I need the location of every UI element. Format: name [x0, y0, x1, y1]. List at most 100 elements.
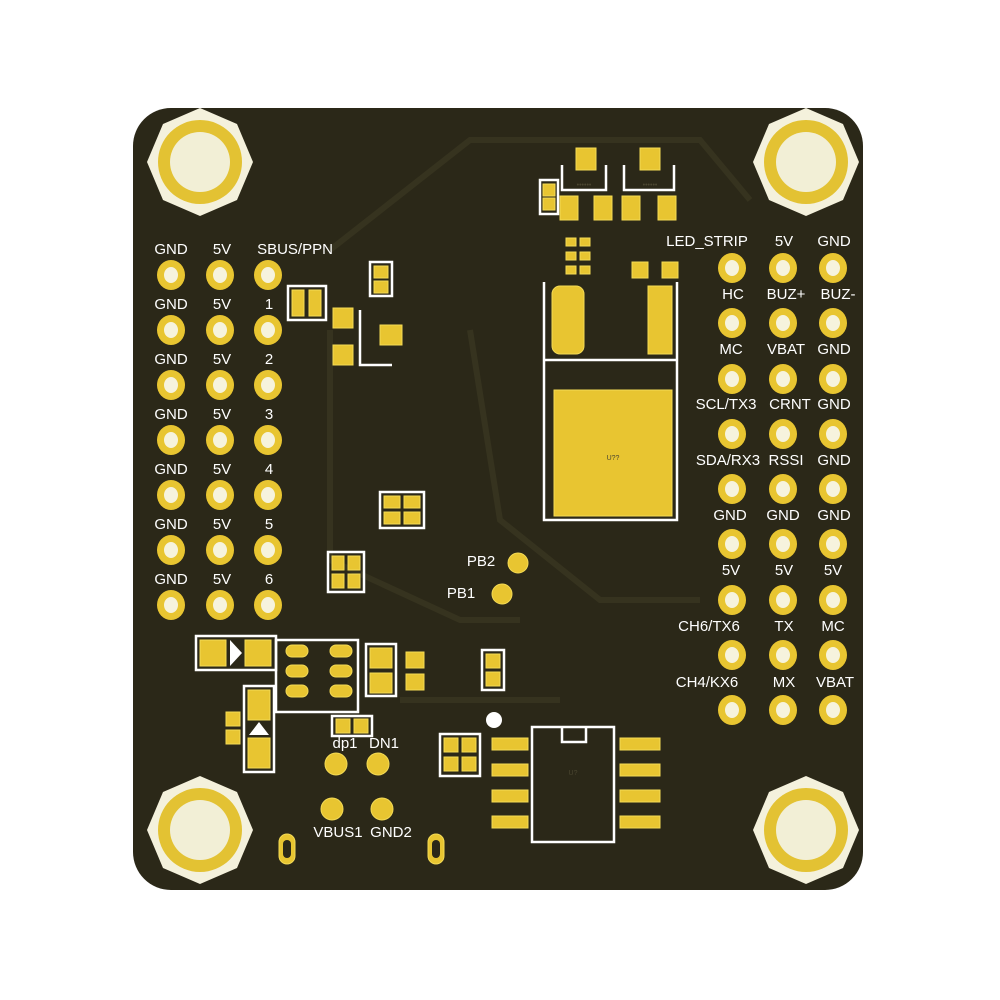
- left-row6-gnd-label: GND: [154, 571, 188, 588]
- left-row5-sig-label: 5: [265, 516, 273, 533]
- left-pin-pad-r5-c3: [254, 480, 282, 510]
- right-row4-a-label: SCL/TX3: [696, 396, 757, 413]
- left-header-sbus-label: SBUS/PPN: [257, 241, 333, 258]
- mount-hole-bottom-right: [753, 776, 859, 884]
- right-pin-pad-r2-c3: [819, 308, 847, 338]
- left-pin-pad-r6-c3: [254, 535, 282, 565]
- sbus-components: [286, 260, 403, 367]
- flash-ic: U?: [491, 725, 661, 844]
- left-row2-gnd-label: GND: [154, 351, 188, 368]
- right-pin-pad-r3-c3: [819, 364, 847, 394]
- right-row2-c-label: BUZ-: [821, 286, 856, 303]
- left-pin-pad-r1-c1: [157, 260, 185, 290]
- svg-text:••••••: ••••••: [643, 182, 658, 189]
- right-pin-pad-r5-c3: [819, 474, 847, 504]
- left-pin-header: [157, 260, 282, 620]
- left-pin-pad-r6-c1: [157, 535, 185, 565]
- right-pin-pad-r6-c3: [819, 529, 847, 559]
- right-pin-pad-r1-c2: [769, 253, 797, 283]
- pb2-label: PB2: [467, 553, 495, 570]
- mount-hole-top-left: [147, 108, 253, 216]
- left-pin-pad-r2-c1: [157, 315, 185, 345]
- left-pin-pad-r1-c2: [206, 260, 234, 290]
- left-pin-pad-r7-c1: [157, 590, 185, 620]
- right-row5-c-label: GND: [817, 452, 851, 469]
- right-pin-pad-r6-c2: [769, 529, 797, 559]
- right-row8-a-label: CH6/TX6: [678, 618, 740, 635]
- right-row9-a-label: CH4/KX6: [676, 674, 739, 691]
- right-row9-c-label: VBAT: [816, 674, 854, 691]
- middle-capacitors: [326, 490, 426, 594]
- middle-bottom-parts: [438, 648, 506, 778]
- left-pin-pad-r1-c3: [254, 260, 282, 290]
- pb1-label: PB1: [447, 585, 475, 602]
- right-pin-pad-r2-c1: [718, 308, 746, 338]
- right-row1-c-label: GND: [817, 233, 851, 250]
- right-row5-a-label: SDA/RX3: [696, 452, 760, 469]
- left-row2-sig-label: 2: [265, 351, 273, 368]
- right-row6-b-label: GND: [766, 507, 800, 524]
- right-pin-header: [718, 253, 847, 725]
- right-row6-a-label: GND: [713, 507, 747, 524]
- right-row1-b-label: 5V: [775, 233, 793, 250]
- mount-hole-bottom-left: [147, 776, 253, 884]
- small-capacitors-top: [565, 237, 679, 279]
- svg-text:••••••: ••••••: [577, 182, 592, 189]
- left-row4-5v-label: 5V: [213, 461, 231, 478]
- right-pin-pad-r9-c3: [819, 695, 847, 725]
- left-pin-pad-r5-c2: [206, 480, 234, 510]
- left-row6-sig-label: 6: [265, 571, 273, 588]
- left-row3-gnd-label: GND: [154, 406, 188, 423]
- left-pin-pad-r7-c2: [206, 590, 234, 620]
- left-row2-5v-label: 5V: [213, 351, 231, 368]
- right-row6-c-label: GND: [817, 507, 851, 524]
- right-pin-pad-r7-c3: [819, 585, 847, 615]
- left-row4-gnd-label: GND: [154, 461, 188, 478]
- top-regulators: •••••• ••••••: [538, 147, 677, 221]
- left-pin-pad-r2-c2: [206, 315, 234, 345]
- left-row4-sig-label: 4: [265, 461, 273, 478]
- vbus1-test-pad: [320, 797, 344, 821]
- left-pin-pad-r3-c2: [206, 370, 234, 400]
- right-row7-c-label: 5V: [824, 562, 842, 579]
- right-pin-pad-r4-c3: [819, 419, 847, 449]
- right-pin-pad-r9-c1: [718, 695, 746, 725]
- faint-traces: [327, 137, 753, 703]
- left-header-5v-label: 5V: [213, 241, 231, 258]
- right-pin-pad-r9-c2: [769, 695, 797, 725]
- right-pin-pad-r6-c1: [718, 529, 746, 559]
- left-row3-sig-label: 3: [265, 406, 273, 423]
- left-pin-pad-r7-c3: [254, 590, 282, 620]
- right-row2-b-label: BUZ+: [767, 286, 806, 303]
- left-pin-pad-r6-c2: [206, 535, 234, 565]
- left-pin-pad-r3-c3: [254, 370, 282, 400]
- left-header-gnd-label: GND: [154, 241, 188, 258]
- dn1-label: DN1: [369, 735, 399, 752]
- right-pin-pad-r3-c1: [718, 364, 746, 394]
- right-pin-pad-r1-c3: [819, 253, 847, 283]
- right-row7-b-label: 5V: [775, 562, 793, 579]
- svg-text:U??: U??: [607, 455, 620, 462]
- right-row9-b-label: MX: [773, 674, 796, 691]
- right-row8-c-label: MC: [821, 618, 844, 635]
- right-pin-pad-r5-c1: [718, 474, 746, 504]
- left-row5-gnd-label: GND: [154, 516, 188, 533]
- right-pin-pad-r7-c2: [769, 585, 797, 615]
- dn1-test-pad: [366, 752, 390, 776]
- right-pin-pad-r8-c2: [769, 640, 797, 670]
- right-pin-pad-r5-c2: [769, 474, 797, 504]
- vbus1-label: VBUS1: [313, 824, 362, 841]
- left-pin-pad-r4-c1: [157, 425, 185, 455]
- mount-hole-top-right: [753, 108, 859, 216]
- left-pin-pad-r4-c2: [206, 425, 234, 455]
- gnd2-test-pad: [370, 797, 394, 821]
- left-row3-5v-label: 5V: [213, 406, 231, 423]
- right-row7-a-label: 5V: [722, 562, 740, 579]
- right-pin-pad-r4-c2: [769, 419, 797, 449]
- svg-text:U?: U?: [569, 770, 578, 777]
- left-row1-gnd-label: GND: [154, 296, 188, 313]
- right-row4-b-label: CRNT: [769, 396, 811, 413]
- right-pin-pad-r7-c1: [718, 585, 746, 615]
- dp1-test-pad: [324, 752, 348, 776]
